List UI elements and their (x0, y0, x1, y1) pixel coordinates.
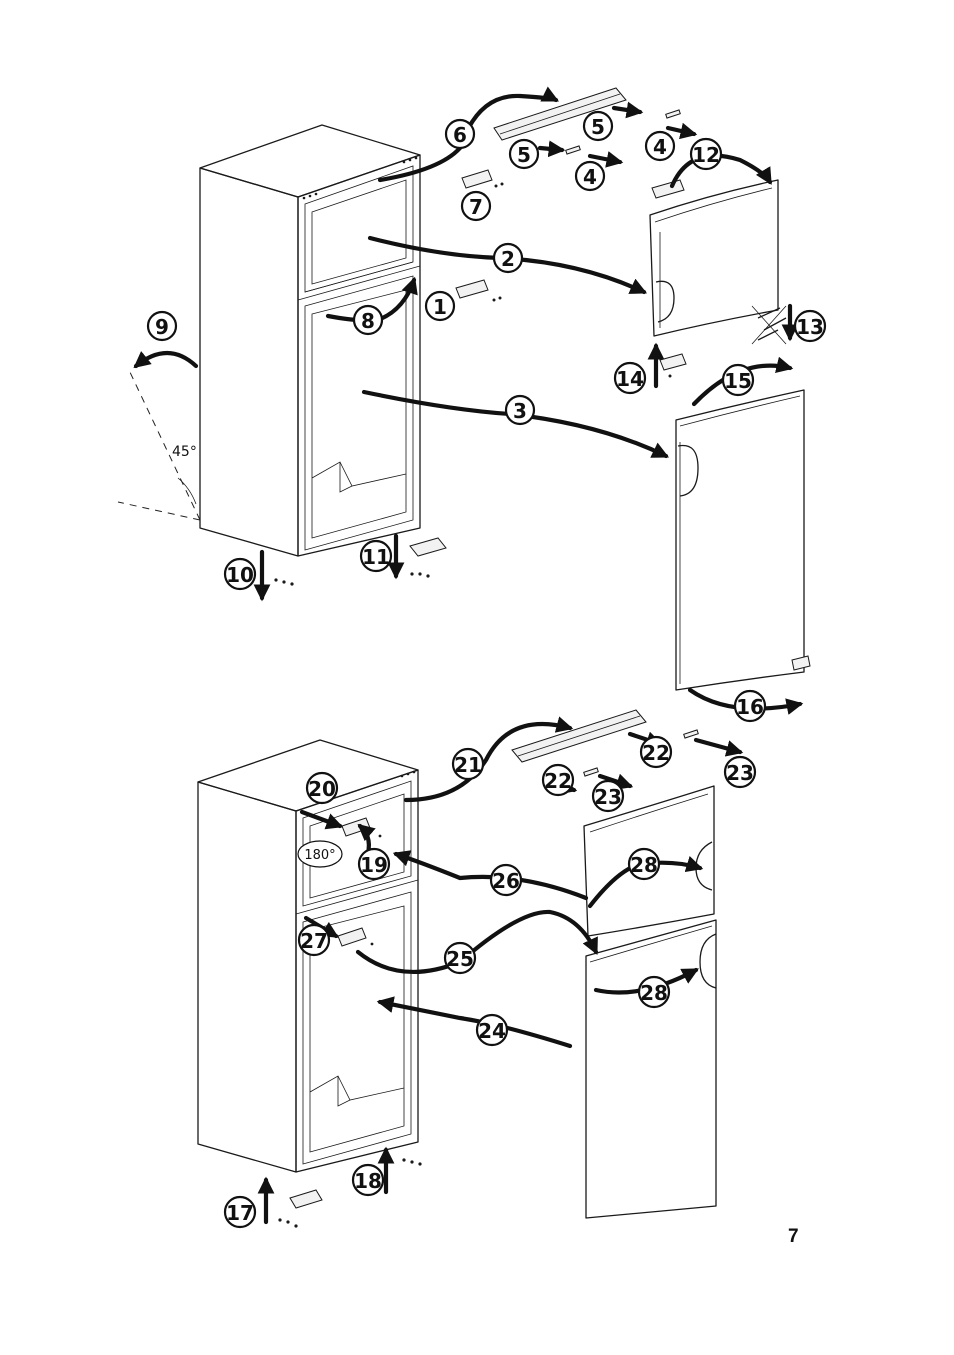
middle-hinge-part (455, 279, 502, 302)
step-16: 16 (733, 689, 767, 723)
step-4-b: 4 (574, 160, 606, 192)
step-23-b: 23 (591, 779, 625, 813)
svg-text:4: 4 (653, 135, 667, 159)
svg-text:28: 28 (640, 981, 668, 1005)
step-18: 18 (351, 1163, 385, 1197)
step-22-b: 22 (541, 763, 575, 797)
small-plugs (565, 109, 681, 155)
step-19: 19 (357, 847, 391, 881)
svg-text:22: 22 (642, 741, 670, 765)
step-11: 11 (359, 539, 393, 573)
svg-text:18: 18 (354, 1169, 382, 1193)
no-use-symbol (751, 305, 787, 345)
svg-text:23: 23 (726, 761, 754, 785)
svg-text:11: 11 (362, 545, 390, 569)
arrows-lower (257, 716, 744, 1225)
svg-text:17: 17 (226, 1201, 254, 1225)
step-12: 12 (689, 137, 723, 171)
svg-text:10: 10 (226, 563, 254, 587)
step-20: 20 (305, 771, 339, 805)
fridge-cabinet-top (117, 124, 421, 557)
step-1: 1 (424, 290, 456, 322)
svg-text:1: 1 (433, 295, 447, 319)
svg-text:22: 22 (544, 769, 572, 793)
feet-screws-upper (274, 578, 294, 586)
top-hinge-part (461, 169, 504, 189)
step-14: 14 (613, 361, 647, 395)
svg-text:6: 6 (453, 123, 467, 147)
feet-screws-lower (402, 1158, 422, 1166)
step-23-a: 23 (723, 755, 757, 789)
freezer-door (649, 179, 779, 337)
svg-text:9: 9 (155, 315, 169, 339)
svg-text:5: 5 (517, 143, 531, 167)
svg-text:27: 27 (300, 929, 328, 953)
svg-text:12: 12 (692, 143, 720, 167)
svg-text:16: 16 (736, 695, 764, 719)
svg-text:4: 4 (583, 165, 597, 189)
svg-text:2: 2 (501, 247, 515, 271)
svg-text:3: 3 (513, 399, 527, 423)
step-5-b: 5 (508, 138, 540, 170)
step-7: 7 (460, 190, 492, 222)
step-15: 15 (721, 363, 755, 397)
svg-text:8: 8 (361, 309, 375, 333)
svg-text:20: 20 (308, 777, 336, 801)
middle-hinge-lower (337, 927, 374, 947)
step-28-a: 28 (627, 847, 661, 881)
svg-text:7: 7 (469, 195, 483, 219)
svg-text:19: 19 (360, 853, 388, 877)
fridge-door (675, 389, 811, 691)
step-8: 8 (352, 304, 384, 336)
door-stop-part (659, 353, 687, 378)
bottom-hinge-upper (409, 537, 447, 578)
step-13: 13 (793, 309, 827, 343)
step-3: 3 (504, 394, 536, 426)
step-9: 9 (146, 310, 178, 342)
svg-text:26: 26 (492, 869, 520, 893)
svg-text:25: 25 (446, 947, 474, 971)
step-25: 25 (443, 941, 477, 975)
step-21: 21 (451, 747, 485, 781)
step-24: 24 (475, 1013, 509, 1047)
rotation-label: 180° (304, 848, 335, 863)
svg-text:23: 23 (594, 785, 622, 809)
step-17: 17 (223, 1195, 257, 1229)
step-5-a: 5 (582, 110, 614, 142)
svg-text:28: 28 (630, 853, 658, 877)
step-2: 2 (492, 242, 524, 274)
hinge-cover-strip (493, 87, 627, 141)
step-27: 27 (297, 923, 331, 957)
step-28-b: 28 (637, 975, 671, 1009)
step-26: 26 (489, 863, 523, 897)
step-22-a: 22 (639, 735, 673, 769)
svg-text:21: 21 (454, 753, 482, 777)
svg-text:5: 5 (591, 115, 605, 139)
fridge-cabinet-bottom (197, 739, 419, 1173)
svg-text:24: 24 (478, 1019, 506, 1043)
svg-text:15: 15 (724, 369, 752, 393)
page-number: 7 (788, 1226, 799, 1247)
angle-label: 45° (172, 444, 197, 460)
svg-text:13: 13 (796, 315, 824, 339)
small-plugs-lower (583, 729, 699, 777)
hinge-cover-strip-lower (511, 709, 647, 763)
rotation-label-group: 180° (297, 840, 343, 868)
svg-text:14: 14 (616, 367, 644, 391)
step-6: 6 (444, 118, 476, 150)
bottom-hinge-lower (278, 1189, 323, 1228)
step-10: 10 (223, 557, 257, 591)
step-4-a: 4 (644, 130, 676, 162)
fridge-door-lower (585, 919, 717, 1219)
